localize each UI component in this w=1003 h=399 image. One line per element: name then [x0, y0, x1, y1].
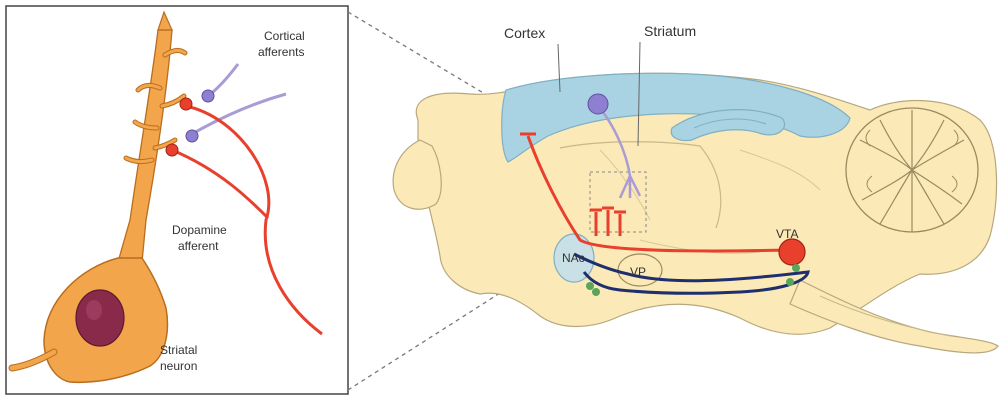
label-vta: VTA	[776, 227, 798, 241]
label-striatal-neuron-line1: Striatal	[160, 343, 197, 357]
label-cortical-afferents-line2: afferents	[258, 45, 304, 59]
label-dopamine-afferent-line2: afferent	[178, 239, 219, 253]
neuron-nucleus	[76, 290, 124, 346]
label-striatum: Striatum	[644, 23, 696, 39]
vta-nucleus	[779, 239, 805, 265]
label-dopamine-afferent-line1: Dopamine	[172, 223, 227, 237]
label-nac: NAc	[562, 251, 585, 265]
label-cortical-afferents-line1: Cortical	[264, 29, 305, 43]
label-cortex: Cortex	[504, 25, 545, 41]
label-striatal-neuron-line2: neuron	[160, 359, 197, 373]
label-vp: VP	[630, 265, 646, 279]
cerebellum	[846, 108, 978, 232]
brain-section	[393, 73, 998, 353]
